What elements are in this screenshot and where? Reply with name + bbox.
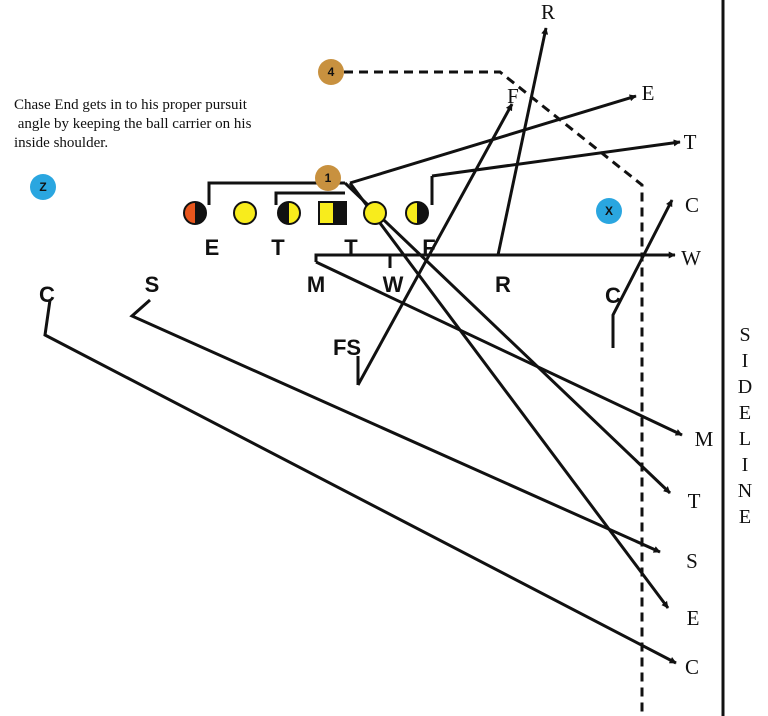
defense-label-s: S <box>145 272 160 297</box>
pursuit-label-r: R <box>541 0 555 24</box>
defense-label-t-right: T <box>344 235 358 260</box>
defense-label-e: E <box>205 235 220 260</box>
pursuit-arrow-c-top <box>611 199 674 348</box>
pursuit-arrow-fs-to-f <box>356 103 514 386</box>
svg-text:X: X <box>605 204 613 218</box>
player-badge-x: X <box>596 198 622 224</box>
defense-label-c-right: C <box>605 283 621 308</box>
coaching-note-line: Chase End gets in to his proper pursuit <box>14 97 247 113</box>
offensive-guard-left <box>277 201 301 225</box>
coaching-note-line: angle by keeping the ball carrier on his <box>14 116 252 132</box>
mike-backer-line <box>314 253 420 262</box>
sideline-letter: L <box>738 428 752 450</box>
pursuit-label-f: F <box>507 84 519 108</box>
sideline-letter: E <box>738 402 752 424</box>
pursuit-label-c-bottom: C <box>685 655 699 679</box>
player-badge-1: 1 <box>315 165 341 191</box>
sideline-letter: I <box>741 350 749 372</box>
sideline-label: S I D E L I N E <box>729 322 761 530</box>
player-badge-z: Z <box>30 174 56 200</box>
offensive-guard-right <box>363 201 387 225</box>
sideline-letter: S <box>739 324 751 346</box>
end-alignment-line <box>207 181 345 205</box>
svg-text:4: 4 <box>328 65 335 79</box>
pursuit-label-w: W <box>681 246 701 270</box>
offensive-tackle-right <box>405 201 429 225</box>
offensive-center <box>318 201 347 225</box>
sideline-letter: E <box>738 506 752 528</box>
pursuit-arrow-s <box>129 298 661 554</box>
defense-label-m: M <box>307 272 325 297</box>
sideline-letter: D <box>737 376 753 398</box>
pursuit-arrow-r-top <box>496 27 549 256</box>
pursuit-arrow-c-bottom <box>43 299 677 665</box>
pursuit-label-s: S <box>686 549 698 573</box>
pursuit-label-e-top: E <box>642 81 655 105</box>
svg-text:Z: Z <box>39 180 46 194</box>
pursuit-arrow-e-top <box>349 94 637 185</box>
pursuit-arrow-e-bottom <box>348 182 670 609</box>
svg-text:1: 1 <box>325 171 332 185</box>
pursuit-arrow-t-bottom <box>343 181 672 495</box>
defense-label-w: W <box>383 272 404 297</box>
coaching-note-line: inside shoulder. <box>14 135 109 151</box>
offensive-tackle-left <box>233 201 257 225</box>
defense-label-r: R <box>495 272 511 297</box>
defense-label-f: F <box>422 235 435 260</box>
pursuit-label-m: M <box>695 427 714 451</box>
will-backer-line <box>388 253 420 268</box>
defense-label-fs: FS <box>333 335 361 360</box>
tackle-alignment-line <box>274 191 345 205</box>
sideline-letter: I <box>741 454 749 476</box>
receiver-4-dashed-route <box>344 70 644 716</box>
player-badge-4: 4 <box>318 59 344 85</box>
defense-label-c-left: C <box>39 282 55 307</box>
defense-label-t-left: T <box>271 235 285 260</box>
coaching-note: Chase End gets in to his proper pursuit … <box>14 96 314 153</box>
offensive-tight-end <box>183 201 207 225</box>
pursuit-label-e-bottom: E <box>687 606 700 630</box>
pursuit-label-t-bottom: T <box>688 489 701 513</box>
pursuit-arrow-t-top <box>431 139 681 178</box>
pursuit-label-c-top: C <box>685 193 699 217</box>
pursuit-arrow-m <box>315 260 683 437</box>
sideline-letter: N <box>737 480 753 502</box>
pursuit-label-t-top: T <box>684 130 697 154</box>
